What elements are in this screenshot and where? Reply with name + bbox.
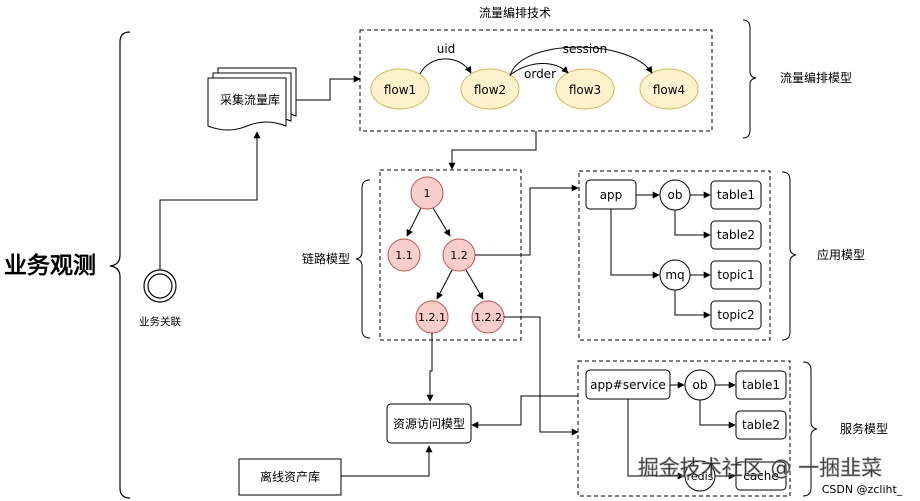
flow4-node: flow4 — [639, 68, 699, 110]
app-table2-node: table2 — [710, 220, 762, 250]
app-topic2-node: topic2 — [710, 300, 762, 330]
app-ob-node: ob — [659, 179, 691, 211]
business-to-collector-edge — [159, 131, 261, 270]
service-to-resource-edge — [471, 395, 578, 429]
svg-text:1.2.2: 1.2.2 — [474, 311, 502, 324]
svg-text:table2: table2 — [717, 228, 755, 242]
mq-to-topic2-edge — [674, 290, 711, 319]
csdn-watermark: CSDN @zcliht_ — [822, 483, 903, 496]
app-service-node: app#service — [585, 369, 671, 400]
svg-text:1.1: 1.1 — [395, 249, 413, 262]
session-edge — [509, 46, 653, 77]
app-to-mq-edge — [610, 209, 660, 279]
ob-to-table2-edge — [674, 210, 711, 239]
uid-edge — [419, 58, 472, 75]
trace-edge-1.2-1.2.2 — [465, 269, 484, 300]
main-title: 业务观测 — [4, 253, 96, 279]
svg-text:cache: cache — [743, 469, 779, 483]
session-label: session — [563, 42, 607, 56]
flow-section-title: 流量编排技术 — [479, 5, 551, 20]
app-mq-node: mq — [659, 259, 691, 291]
service-model-brace — [802, 361, 818, 497]
trace-edge-1-1.1 — [406, 207, 422, 237]
svg-text:table1: table1 — [742, 378, 780, 392]
flow-to-trace-edge — [448, 131, 537, 170]
svg-text:flow3: flow3 — [569, 83, 601, 97]
svg-text:flow4: flow4 — [653, 83, 685, 97]
collector-node: 采集流量库 — [207, 67, 297, 131]
service-ob-to-table2-edge — [699, 400, 736, 429]
app-model-brace — [781, 171, 797, 341]
trace-to-service-edge — [504, 316, 579, 436]
flow-model-brace — [742, 19, 757, 139]
svg-text:1.2: 1.2 — [450, 249, 468, 262]
trace-to-resource-edge — [426, 333, 434, 402]
app-model-label: 应用模型 — [817, 247, 865, 262]
svg-text:ob: ob — [693, 378, 708, 392]
offline-assets-node: 离线资产库 — [238, 458, 342, 496]
trace-edge-1.2-1.2.1 — [436, 269, 453, 300]
business-link-node — [143, 269, 177, 303]
trace-node-1.2.1: 1.2.1 — [415, 300, 449, 334]
app-table1-node: table1 — [710, 180, 762, 210]
svg-text:离线资产库: 离线资产库 — [260, 469, 320, 484]
collector-label: 采集流量库 — [220, 92, 280, 107]
svg-text:topic2: topic2 — [717, 308, 754, 322]
trace-node-1: 1 — [410, 176, 444, 210]
business-link-label: 业务关联 — [139, 315, 181, 328]
order-label: order — [524, 67, 556, 81]
svg-text:app: app — [600, 188, 623, 202]
svg-text:flow2: flow2 — [474, 83, 506, 97]
app-topic1-node: topic1 — [710, 260, 762, 290]
trace-node-1.1: 1.1 — [387, 238, 421, 272]
svg-text:flow1: flow1 — [384, 83, 416, 97]
svg-text:table2: table2 — [742, 418, 780, 432]
trace-edge-1-1.2 — [432, 207, 451, 237]
trace-to-app-edge — [475, 184, 579, 256]
flow2-node: flow2 — [460, 68, 520, 110]
svg-text:1: 1 — [424, 187, 431, 200]
offline-to-resource-edge — [341, 445, 433, 477]
svg-text:1.2.1: 1.2.1 — [418, 311, 446, 324]
svg-text:redis: redis — [687, 470, 714, 483]
svg-text:topic1: topic1 — [717, 268, 754, 282]
service-cache-node: cache — [735, 461, 787, 491]
service-container — [577, 360, 791, 497]
flow1-node: flow1 — [370, 68, 430, 110]
svg-text:table1: table1 — [717, 188, 755, 202]
service-ob-node: ob — [684, 369, 716, 401]
svg-text:app#service: app#service — [590, 378, 666, 392]
order-edge — [509, 63, 569, 76]
main-brace — [109, 31, 131, 499]
app-container — [578, 170, 771, 341]
resource-model-node: 资源访问模型 — [386, 403, 472, 444]
uid-label: uid — [437, 42, 456, 56]
trace-model-label: 链路模型 — [302, 251, 350, 266]
service-redis-node: redis — [684, 460, 716, 492]
flow-model-label: 流量编排模型 — [780, 70, 852, 85]
trace-node-1.2.2: 1.2.2 — [471, 300, 505, 334]
trace-model-brace — [355, 179, 371, 339]
collector-to-flow-edge — [296, 75, 361, 101]
svg-text:资源访问模型: 资源访问模型 — [393, 417, 465, 431]
trace-node-1.2: 1.2 — [442, 238, 476, 272]
service-table2-node: table2 — [735, 410, 787, 440]
flow3-node: flow3 — [555, 68, 615, 110]
service-model-label: 服务模型 — [840, 421, 888, 436]
app-node: app — [585, 179, 637, 210]
svg-text:mq: mq — [665, 268, 684, 282]
svg-text:ob: ob — [668, 188, 683, 202]
service-to-redis-edge — [627, 399, 685, 480]
watermark: 掘金技术社区 @ 一捆韭菜 — [638, 456, 882, 480]
service-table1-node: table1 — [735, 370, 787, 400]
